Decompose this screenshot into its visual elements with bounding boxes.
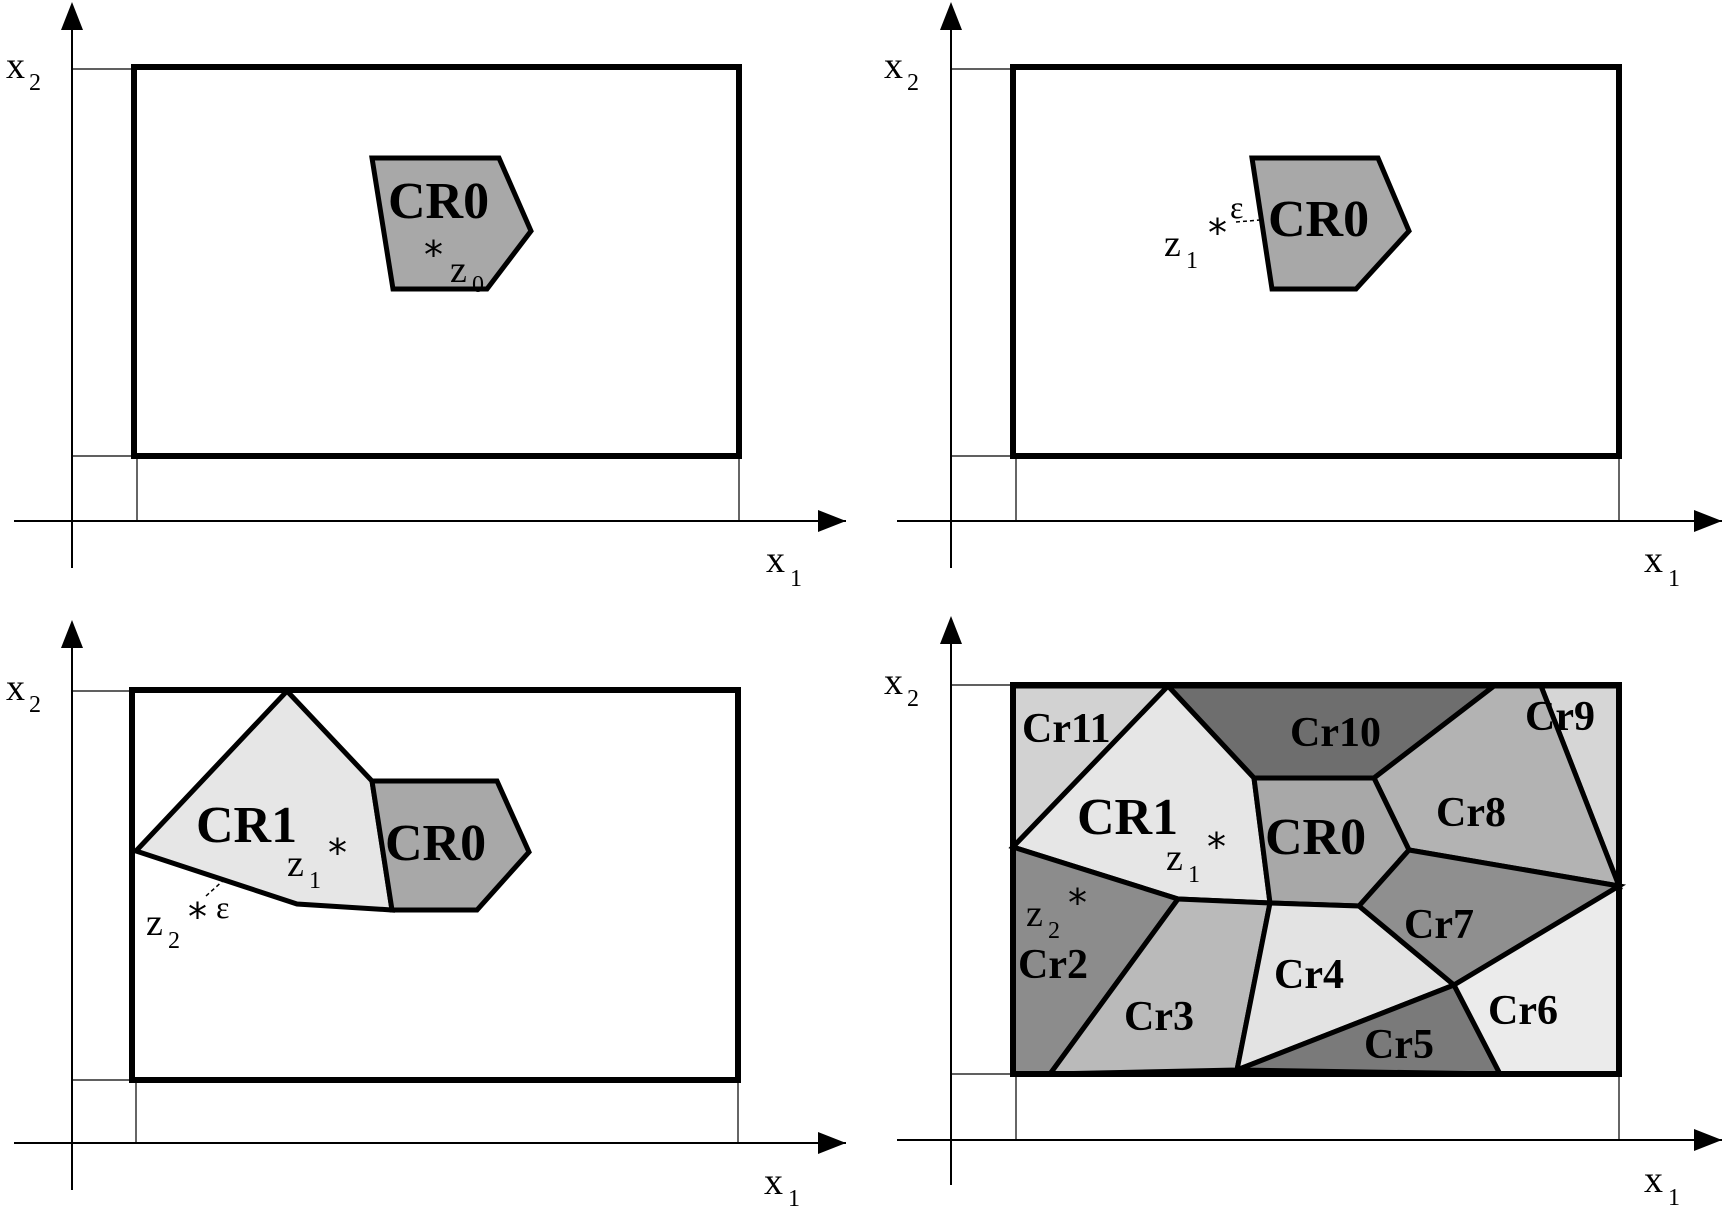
x2-axis-arrowhead (940, 2, 962, 30)
label-cr4: Cr4 (1274, 952, 1344, 998)
label-cr10: Cr10 (1290, 710, 1381, 756)
epsilon-offset-line (205, 877, 227, 897)
label-x1: x (1644, 539, 1663, 581)
region-cr0 (369, 155, 534, 292)
panel-1: CR0 * z 0 x 2 x 1 (6, 2, 846, 592)
feasible-region-box (1010, 64, 1622, 459)
x1-axis-arrowhead (1694, 1129, 1722, 1151)
label-epsilon: ε (216, 889, 229, 925)
label-z0-sub: 0 (472, 272, 484, 298)
label-x1: x (764, 1161, 783, 1203)
label-z1: z (1166, 837, 1183, 879)
label-z1-sub: 1 (1186, 248, 1198, 274)
star-z2: * (188, 895, 207, 939)
panel-4: Cr11 Cr10 Cr9 Cr8 CR1 CR0 Cr2 Cr3 Cr4 Cr… (884, 616, 1722, 1211)
x2-axis-arrowhead (61, 2, 83, 30)
label-x2: x (884, 45, 903, 87)
label-z2: z (146, 902, 163, 944)
label-cr2: Cr2 (1018, 942, 1088, 988)
label-cr6: Cr6 (1488, 988, 1558, 1034)
star-z1: * (1207, 825, 1226, 869)
x2-axis-arrowhead (940, 616, 962, 644)
label-cr0: CR0 (388, 173, 489, 230)
label-z2-sub: 2 (1048, 918, 1060, 944)
label-z0: z (450, 249, 467, 291)
label-x2: x (6, 667, 25, 709)
star-z2: * (1068, 881, 1087, 925)
label-cr9: Cr9 (1525, 694, 1595, 740)
region-cr0 (1249, 155, 1412, 292)
panel-3: CR1 CR0 * z 1 * ε z 2 x 2 x 1 (6, 620, 846, 1211)
label-x1-sub: 1 (1668, 566, 1680, 592)
label-cr1: CR1 (196, 797, 297, 854)
label-cr11: Cr11 (1022, 706, 1111, 752)
label-x1: x (1644, 1159, 1663, 1201)
star-z1: * (328, 831, 347, 875)
label-z2-sub: 2 (168, 928, 180, 954)
label-x2-sub: 2 (29, 70, 41, 96)
x2-axis-arrowhead (61, 620, 83, 648)
star-z1: * (1208, 211, 1227, 255)
label-z1: z (1164, 223, 1181, 265)
panel-2: CR0 * ε z 1 x 2 x 1 (884, 2, 1722, 592)
label-x2-sub: 2 (907, 686, 919, 712)
label-x2-sub: 2 (29, 692, 41, 718)
feasible-region-box (1010, 682, 1622, 1077)
x1-axis-arrowhead (818, 1132, 846, 1154)
label-x2-sub: 2 (907, 70, 919, 96)
region-cr1 (131, 687, 395, 913)
x1-axis-arrowhead (818, 510, 846, 532)
label-cr5: Cr5 (1364, 1022, 1434, 1068)
region-cr0 (369, 778, 532, 913)
label-x1: x (766, 539, 785, 581)
label-z1-sub: 1 (309, 868, 321, 894)
label-cr0: CR0 (1268, 191, 1369, 248)
label-cr3: Cr3 (1124, 994, 1194, 1040)
label-cr0: CR0 (385, 815, 486, 872)
label-z2: z (1026, 893, 1043, 935)
label-z1-sub: 1 (1188, 862, 1200, 888)
label-x1-sub: 1 (1668, 1185, 1680, 1211)
label-z1: z (287, 843, 304, 885)
label-x1-sub: 1 (788, 1186, 800, 1211)
label-cr0: CR0 (1265, 809, 1366, 866)
label-x2: x (884, 661, 903, 703)
x1-axis-arrowhead (1694, 510, 1722, 532)
star-z0: * (424, 233, 443, 277)
label-cr8: Cr8 (1436, 790, 1506, 836)
label-epsilon: ε (1230, 189, 1243, 225)
feasible-region-box (131, 64, 742, 459)
feasible-region-box (129, 687, 741, 1083)
label-cr7: Cr7 (1404, 902, 1474, 948)
label-cr1: CR1 (1077, 789, 1178, 846)
label-x1-sub: 1 (790, 566, 802, 592)
label-x2: x (6, 45, 25, 87)
